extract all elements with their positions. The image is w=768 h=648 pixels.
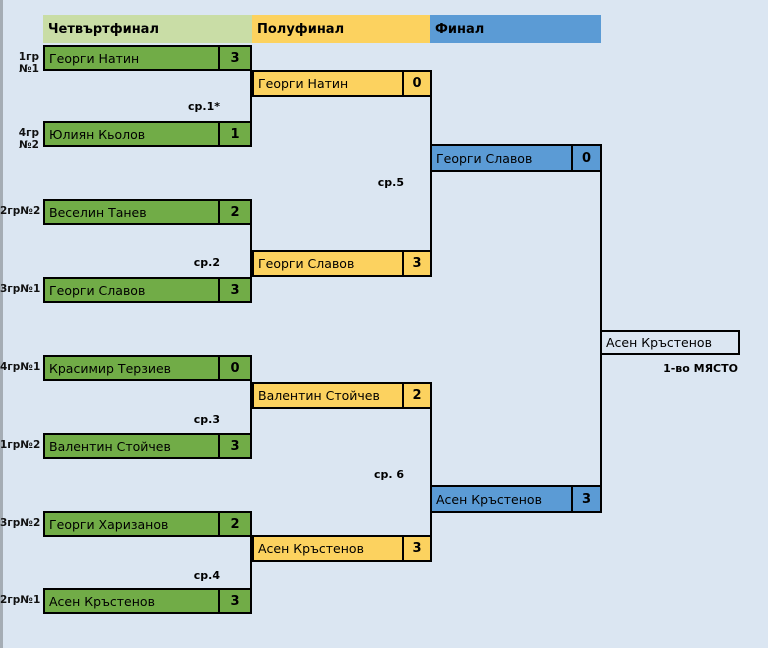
player-name: Веселин Танев xyxy=(49,204,147,220)
connector-line xyxy=(250,45,252,147)
seed-label: 3гр№2 xyxy=(0,517,41,529)
player-score: 2 xyxy=(402,384,430,407)
player-score: 3 xyxy=(571,487,600,511)
qf-player-box: Валентин Стойчев 3 xyxy=(43,433,252,459)
seed-label: 1гр№2 xyxy=(0,439,41,451)
seed-label: 1гр №1 xyxy=(18,51,39,75)
sf-player-box: Георги Славов 3 xyxy=(252,250,432,277)
winner-name: Асен Кръстенов xyxy=(606,335,712,350)
player-name: Георги Славов xyxy=(436,150,533,166)
player-score: 3 xyxy=(218,47,250,69)
player-name: Георги Славов xyxy=(258,256,355,271)
connector-line xyxy=(250,199,252,303)
player-score: 2 xyxy=(218,201,250,223)
qf-player-box: Юлиян Кьолов 1 xyxy=(43,121,252,147)
player-score: 3 xyxy=(402,537,430,560)
player-score: 3 xyxy=(218,435,250,457)
player-score: 0 xyxy=(402,72,430,95)
player-score: 1 xyxy=(218,123,250,145)
qf-player-box: Веселин Танев 2 xyxy=(43,199,252,225)
player-name: Валентин Стойчев xyxy=(258,388,380,403)
final-player-box: Асен Кръстенов 3 xyxy=(430,485,602,513)
match-label: ср.5 xyxy=(377,176,404,189)
seed-label: 3гр№1 xyxy=(0,283,41,295)
player-name: Красимир Терзиев xyxy=(49,360,172,376)
player-name: Асен Кръстенов xyxy=(258,541,364,556)
qf-player-box: Красимир Терзиев 0 xyxy=(43,355,252,381)
header-semifinal: Полуфинал xyxy=(252,15,430,43)
match-label: ср.1* xyxy=(188,100,220,113)
player-name: Георги Харизанов xyxy=(49,516,169,532)
player-score: 3 xyxy=(402,252,430,275)
player-name: Георги Славов xyxy=(49,282,146,298)
connector-line xyxy=(250,355,252,459)
player-score: 3 xyxy=(218,279,250,301)
seed-label: 4гр№1 xyxy=(0,361,41,373)
qf-player-box: Асен Кръстенов 3 xyxy=(43,588,252,614)
match-label: ср.2 xyxy=(193,256,220,269)
player-name: Георги Натин xyxy=(49,50,140,66)
qf-player-box: Георги Харизанов 2 xyxy=(43,511,252,537)
player-name: Георги Натин xyxy=(258,76,349,91)
seed-label: 2гр№2 xyxy=(0,205,41,217)
player-score: 0 xyxy=(571,146,600,170)
player-name: Валентин Стойчев xyxy=(49,438,171,454)
seed-label: 2гр№1 xyxy=(0,594,41,606)
header-final: Финал xyxy=(430,15,601,43)
match-label: ср.3 xyxy=(193,413,220,426)
seed-label: 4гр №2 xyxy=(18,127,39,151)
player-score: 3 xyxy=(218,590,250,612)
connector-line xyxy=(600,144,602,513)
sf-player-box: Валентин Стойчев 2 xyxy=(252,382,432,409)
player-name: Асен Кръстенов xyxy=(436,491,542,507)
winner-box: Асен Кръстенов xyxy=(600,330,740,355)
sf-player-box: Георги Натин 0 xyxy=(252,70,432,97)
connector-line xyxy=(250,511,252,614)
connector-line xyxy=(430,70,432,277)
connector-line xyxy=(430,382,432,562)
sf-player-box: Асен Кръстенов 3 xyxy=(252,535,432,562)
player-name: Юлиян Кьолов xyxy=(49,126,146,142)
final-player-box: Георги Славов 0 xyxy=(430,144,602,172)
player-score: 2 xyxy=(218,513,250,535)
first-place-label: 1-во МЯСТО xyxy=(663,362,738,375)
player-name: Асен Кръстенов xyxy=(49,593,155,609)
qf-player-box: Георги Славов 3 xyxy=(43,277,252,303)
qf-player-box: Георги Натин 3 xyxy=(43,45,252,71)
window-edge-strip xyxy=(0,0,3,648)
match-label: ср.4 xyxy=(193,569,220,582)
match-label: ср. 6 xyxy=(373,468,404,481)
player-score: 0 xyxy=(218,357,250,379)
header-quarterfinal: Четвъртфинал xyxy=(43,15,252,43)
